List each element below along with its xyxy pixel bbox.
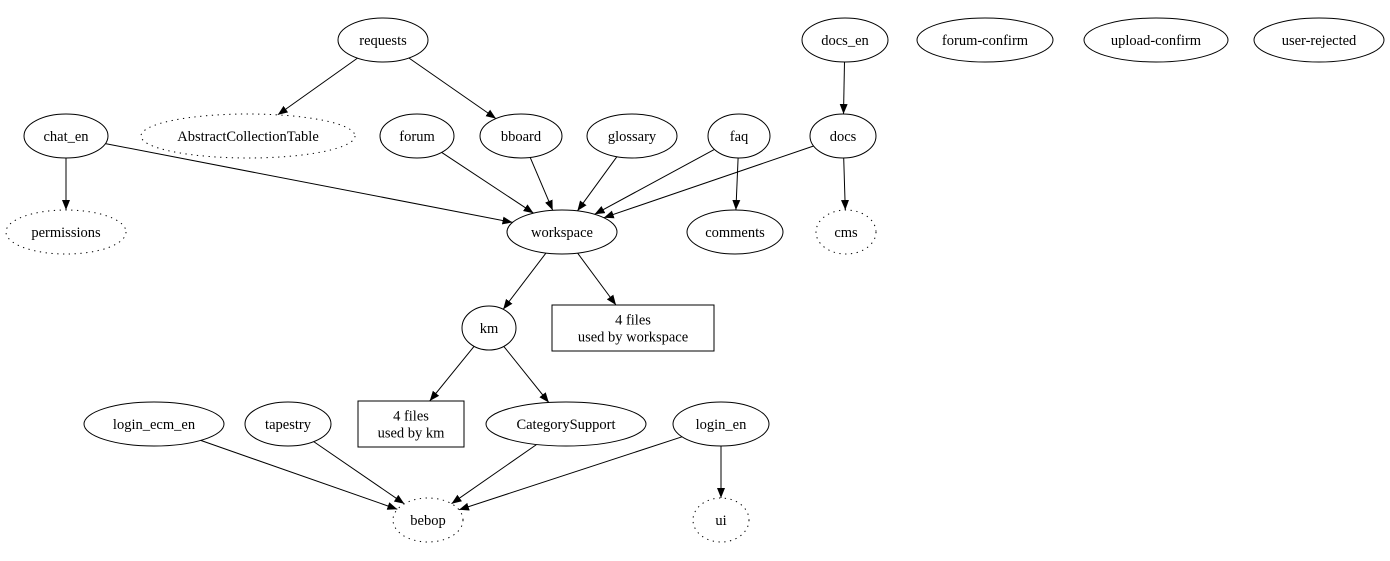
edge-chat_en-to-workspace	[105, 143, 513, 225]
edge-bboard-to-workspace	[529, 157, 554, 211]
node-ellipse-shape	[83, 401, 225, 447]
node-user_rejected: user-rejected	[1253, 17, 1385, 63]
node-forum_confirm: forum-confirm	[916, 17, 1054, 63]
node-ellipse-shape	[244, 401, 332, 447]
node-label: workspace	[531, 225, 593, 241]
node-label: AbstractCollectionTable	[177, 129, 319, 145]
node-ellipse-shape	[586, 113, 678, 159]
node-ellipse-shape	[506, 209, 618, 255]
node-ellipse-shape	[916, 17, 1054, 63]
node-label: chat_en	[43, 129, 89, 145]
node-label: bboard	[501, 129, 542, 145]
node-label: docs_en	[821, 33, 869, 49]
node-label: permissions	[31, 225, 101, 241]
node-ellipse-shape	[801, 17, 889, 63]
node-ellipse-shape	[392, 497, 464, 543]
edge-tapestry-to-bebop	[313, 441, 405, 505]
edge-requests-to-AbstractCollectionTable	[277, 57, 358, 116]
node-ellipse-shape	[809, 113, 877, 159]
edge-docs-to-cms	[840, 157, 849, 211]
node-ellipse-shape	[479, 113, 563, 159]
edge-workspace-to-files_workspace	[577, 252, 617, 306]
edge-faq-to-comments	[732, 157, 741, 211]
edge-km-to-files_km	[429, 345, 475, 402]
edges-layer	[62, 57, 849, 511]
node-label: faq	[730, 129, 749, 145]
edge-workspace-to-km	[502, 252, 547, 310]
edge-glossary-to-workspace	[576, 156, 618, 212]
node-ellipse-shape	[379, 113, 455, 159]
edge-km-to-CategorySupport	[503, 346, 550, 403]
node-ellipse-shape	[485, 401, 647, 447]
node-label: requests	[359, 33, 407, 49]
edge-requests-to-bboard	[408, 57, 497, 120]
node-ellipse-shape	[140, 113, 356, 159]
node-ellipse-shape	[1253, 17, 1385, 63]
node-login_ecm_en: login_ecm_en	[83, 401, 225, 447]
node-label: km	[480, 321, 499, 337]
node-label: login_en	[696, 417, 747, 433]
node-ellipse-shape	[23, 113, 109, 159]
node-label: upload-confirm	[1111, 33, 1202, 49]
node-tapestry: tapestry	[244, 401, 332, 447]
node-rect-shape	[551, 304, 715, 352]
node-comments: comments	[686, 209, 784, 255]
node-label: bebop	[410, 513, 445, 529]
edge-docs_en-to-docs	[839, 61, 848, 115]
node-upload_confirm: upload-confirm	[1083, 17, 1229, 63]
node-label: ui	[715, 513, 726, 529]
node-docs_en: docs_en	[801, 17, 889, 63]
node-ellipse-shape	[707, 113, 771, 159]
node-cms: cms	[815, 209, 877, 255]
node-AbstractCollectionTable: AbstractCollectionTable	[140, 113, 356, 159]
node-chat_en: chat_en	[23, 113, 109, 159]
node-ellipse-shape	[672, 401, 770, 447]
node-label: tapestry	[265, 417, 312, 433]
node-ellipse-shape	[337, 17, 429, 63]
edge-forum-to-workspace	[441, 151, 534, 214]
node-label: forum-confirm	[942, 33, 1029, 49]
node-ellipse-shape	[5, 209, 127, 255]
node-faq: faq	[707, 113, 771, 159]
node-docs: docs	[809, 113, 877, 159]
node-ellipse-shape	[461, 305, 517, 351]
node-ellipse-shape	[815, 209, 877, 255]
node-workspace: workspace	[506, 209, 618, 255]
edge-docs-to-workspace	[603, 145, 814, 219]
node-label: login_ecm_en	[113, 417, 196, 433]
node-forum: forum	[379, 113, 455, 159]
node-ellipse-shape	[686, 209, 784, 255]
node-label: glossary	[608, 129, 657, 145]
node-bboard: bboard	[479, 113, 563, 159]
node-label: cms	[834, 225, 858, 241]
node-label: docs	[830, 129, 857, 145]
node-permissions: permissions	[5, 209, 127, 255]
node-km: km	[461, 305, 517, 351]
node-ellipse-shape	[692, 497, 750, 543]
node-rect-shape	[357, 400, 465, 448]
node-ui: ui	[692, 497, 750, 543]
node-requests: requests	[337, 17, 429, 63]
node-label: CategorySupport	[516, 417, 615, 433]
nodes-layer: requests docs_en forum-confirm upload-confi…	[5, 17, 1385, 543]
node-bebop: bebop	[392, 497, 464, 543]
edge-faq-to-workspace	[594, 148, 715, 215]
node-ellipse-shape	[1083, 17, 1229, 63]
edge-CategorySupport-to-bebop	[451, 444, 537, 505]
edge-login_ecm_en-to-bebop	[200, 439, 398, 510]
node-CategorySupport: CategorySupport	[485, 401, 647, 447]
node-label: forum	[399, 129, 435, 145]
node-glossary: glossary	[586, 113, 678, 159]
node-login_en: login_en	[672, 401, 770, 447]
node-label: user-rejected	[1282, 33, 1357, 49]
edge-login_en-to-bebop	[458, 436, 683, 511]
node-label: comments	[705, 225, 765, 241]
